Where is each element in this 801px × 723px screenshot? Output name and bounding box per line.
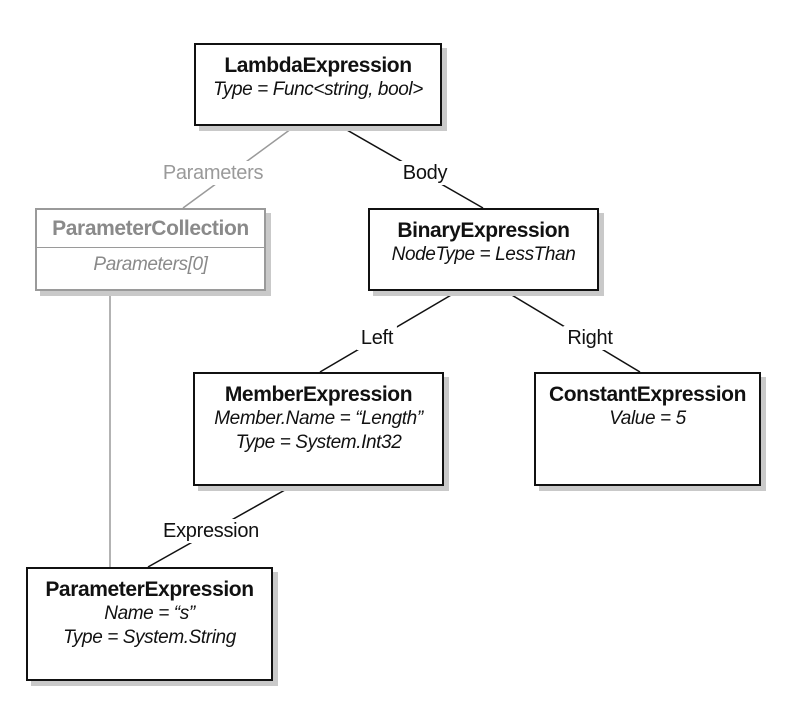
node-property: Member.Name = “Length” [214,408,423,429]
member-expression-node: MemberExpression Member.Name = “Length” … [193,372,444,486]
edge-label-left: Left [356,326,398,350]
node-property: Type = Func<string, bool> [213,79,423,100]
node-property: Type = System.Int32 [235,432,402,453]
node-property: Name = “s” [104,603,195,624]
edge-label-expression: Expression [159,519,263,543]
node-property: Parameters[0] [93,254,208,275]
node-title: ParameterCollection [37,217,264,248]
node-property: Type = System.String [63,627,236,648]
node-title: LambdaExpression [224,54,412,77]
node-title: MemberExpression [224,383,413,406]
edge-label-right: Right [563,326,617,350]
edge-label-body: Body [398,161,452,185]
node-title: ParameterExpression [45,578,254,601]
constant-expression-node: ConstantExpression Value = 5 [534,372,761,486]
node-property: NodeType = LessThan [391,244,576,265]
lambda-expression-node: LambdaExpression Type = Func<string, boo… [194,43,442,126]
node-property: Value = 5 [609,408,686,429]
parameter-collection-node: ParameterCollection Parameters[0] [35,208,266,291]
edge-label-parameters: Parameters [158,161,268,185]
parameter-expression-node: ParameterExpression Name = “s” Type = Sy… [26,567,273,681]
node-title: ConstantExpression [548,383,746,406]
binary-expression-node: BinaryExpression NodeType = LessThan [368,208,599,291]
node-title: BinaryExpression [397,219,570,242]
